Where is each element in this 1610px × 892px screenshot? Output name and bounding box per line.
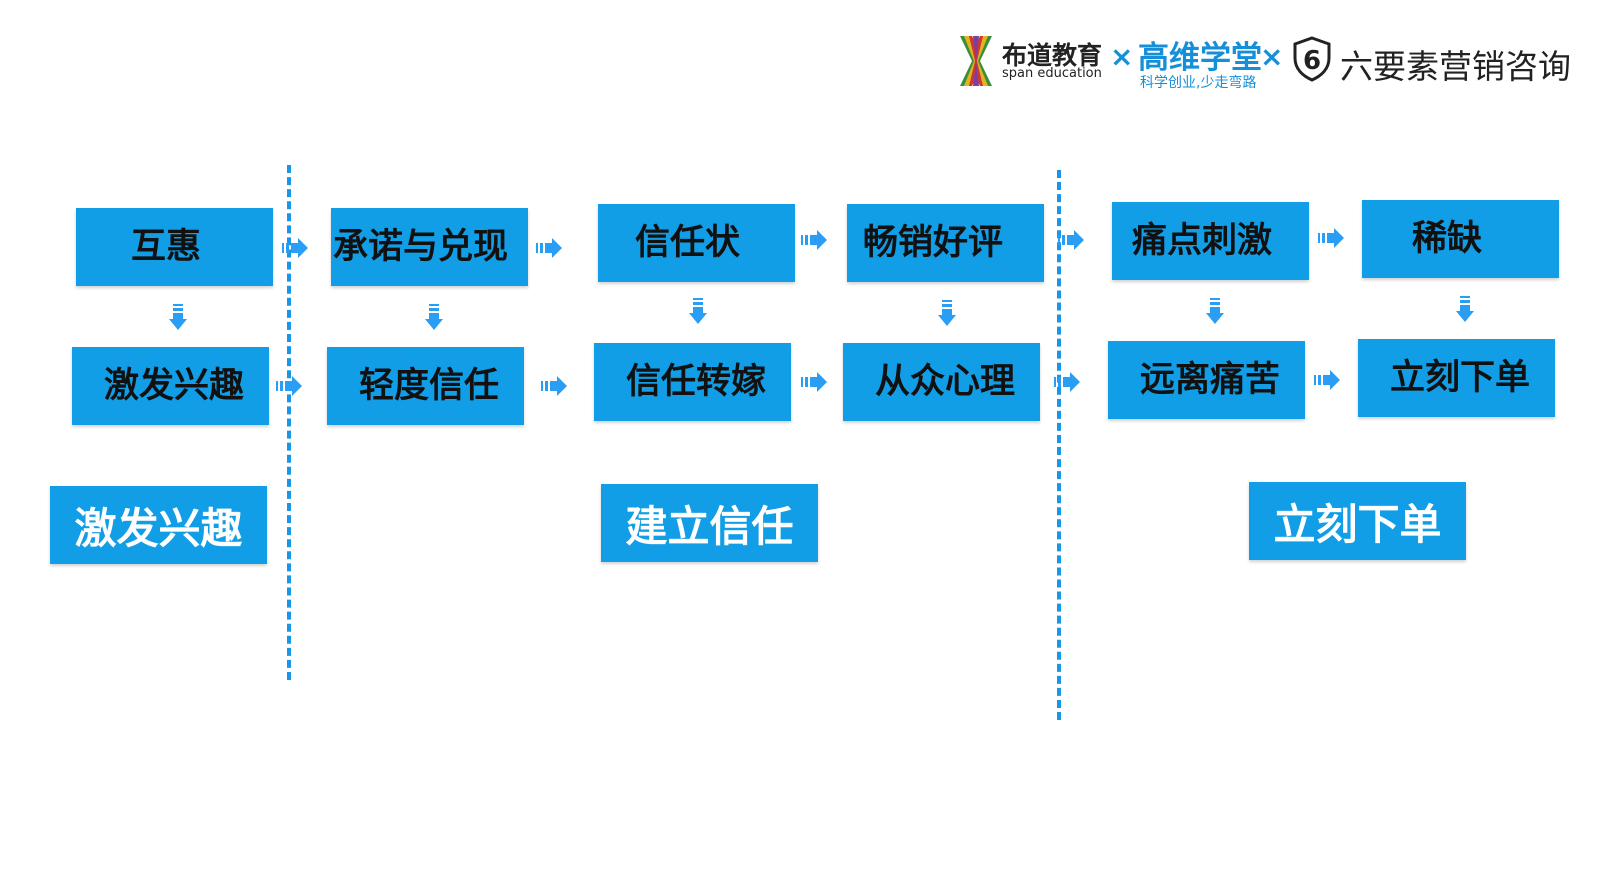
- separator-x: ×: [1110, 40, 1134, 73]
- flow-box-trust-transfer: 信任转嫁: [594, 343, 791, 421]
- flow-box-label: 畅销好评: [863, 223, 1004, 263]
- flow-box-label: 信任状: [635, 223, 741, 263]
- flow-box-label: 稀缺: [1412, 219, 1483, 259]
- flow-box-herd-mentality: 从众心理: [843, 343, 1040, 421]
- brand3-name: 六要素营销咨询: [1340, 47, 1571, 86]
- flow-box-credential: 信任状: [598, 204, 795, 282]
- brand2-subtitle: 科学创业,少走弯路: [1140, 75, 1257, 91]
- flow-box-label: 从众心理: [875, 362, 1016, 402]
- arrow-down-icon: [938, 300, 956, 326]
- separator-x: ×: [1260, 40, 1284, 73]
- flow-box-label: 信任转嫁: [626, 362, 767, 402]
- arrow-right-icon: [1058, 230, 1084, 250]
- arrow-down-icon: [425, 304, 443, 330]
- brand1-name: 布道教育: [1002, 41, 1103, 70]
- flow-box-order-now: 立刻下单: [1358, 339, 1555, 417]
- arrow-right-icon: [541, 376, 567, 396]
- arrow-right-icon: [1318, 228, 1344, 248]
- shield-six-logo-icon: 6: [1293, 36, 1331, 82]
- stage-label-spark-interest: 激发兴趣: [50, 486, 267, 564]
- flow-box-label: 立刻下单: [1390, 358, 1531, 398]
- flow-box-scarcity: 稀缺: [1362, 200, 1559, 278]
- flow-box-pain-stimulus: 痛点刺激: [1112, 202, 1309, 280]
- arrow-right-icon: [276, 376, 302, 396]
- arrow-right-icon: [801, 372, 827, 392]
- brand1-subtitle: span education: [1002, 66, 1102, 81]
- flow-box-bestseller-reviews: 畅销好评: [847, 204, 1044, 282]
- flow-box-label: 远离痛苦: [1140, 360, 1281, 400]
- arrow-down-icon: [1456, 296, 1474, 322]
- arrow-down-icon: [1206, 298, 1224, 324]
- flow-box-spark-interest: 激发兴趣: [72, 347, 269, 425]
- logo-mark: 6: [1303, 46, 1321, 76]
- flow-box-label: 痛点刺激: [1132, 221, 1273, 261]
- arrow-right-icon: [801, 230, 827, 250]
- arrow-right-icon: [536, 238, 562, 258]
- arrow-right-icon: [282, 238, 308, 258]
- stage-divider-right: [1057, 170, 1061, 720]
- stage-label-order-now: 立刻下单: [1249, 482, 1466, 560]
- stage-label-build-trust: 建立信任: [601, 484, 818, 562]
- span-education-logo-icon: [960, 36, 992, 86]
- arrow-right-icon: [1054, 372, 1080, 392]
- flow-box-commitment: 承诺与兑现: [331, 208, 528, 286]
- arrow-down-icon: [169, 304, 187, 330]
- brand2-name: 高维学堂: [1138, 40, 1262, 76]
- arrow-right-icon: [1314, 370, 1340, 390]
- flow-box-label: 轻度信任: [359, 366, 500, 406]
- flow-box-label: 互惠: [131, 227, 202, 267]
- flow-box-label: 承诺与兑现: [333, 227, 509, 267]
- flow-box-reciprocity: 互惠: [76, 208, 273, 286]
- arrow-down-icon: [689, 298, 707, 324]
- stage-divider-left: [287, 165, 291, 680]
- flow-box-light-trust: 轻度信任: [327, 347, 524, 425]
- flow-box-avoid-pain: 远离痛苦: [1108, 341, 1305, 419]
- flow-box-label: 激发兴趣: [104, 366, 245, 406]
